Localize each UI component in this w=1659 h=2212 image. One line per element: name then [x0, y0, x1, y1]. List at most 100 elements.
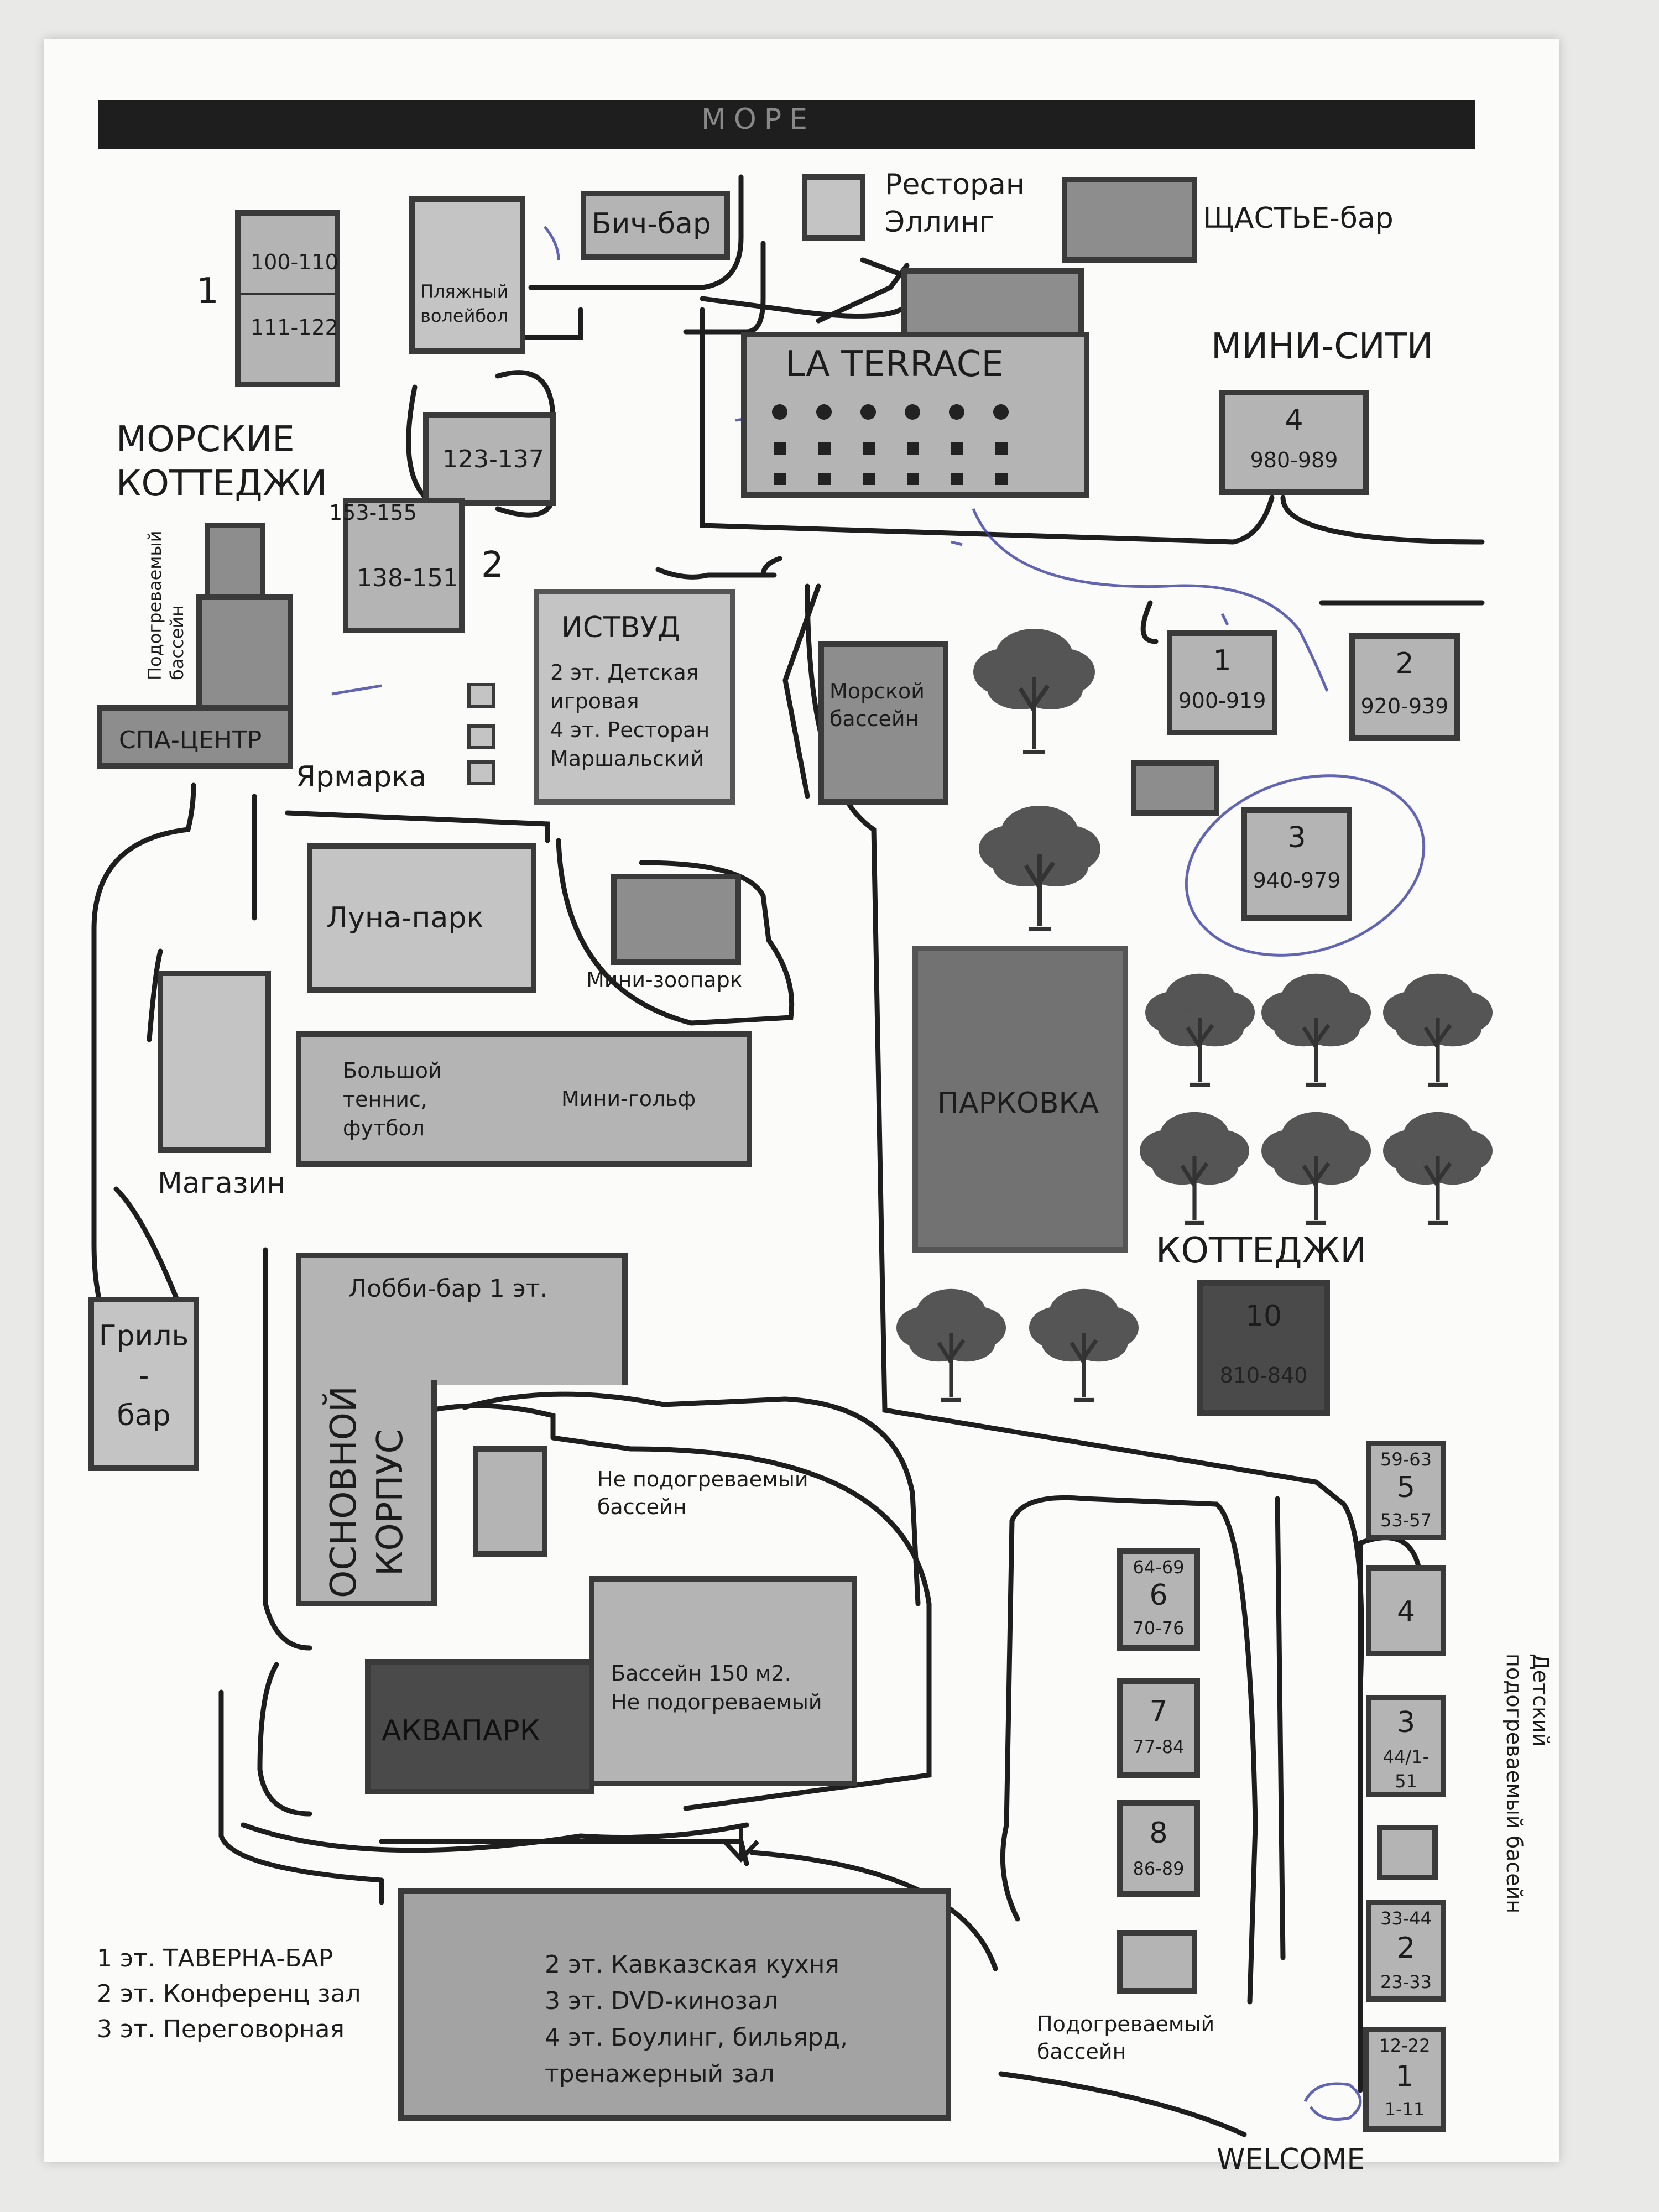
spa-center[interactable]: СПА-ЦЕНТР	[97, 705, 293, 769]
cottage-b6-num: 6	[1149, 1579, 1168, 1612]
tree-icon	[979, 806, 1100, 931]
mini-city-title: МИНИ-СИТИ	[1211, 326, 1433, 367]
cottage-b3-num: 3	[1396, 1706, 1416, 1739]
cottage-b2-num: 2	[1396, 1932, 1416, 1965]
cottage-b1-num: 1	[1395, 2060, 1414, 2093]
heated-pool-line2: бассейн	[1037, 2039, 1126, 2064]
mini-city-block-1[interactable]: 1 900-919	[1167, 630, 1277, 735]
aquapark[interactable]: АКВАПАРК	[365, 1659, 594, 1794]
luna-park-label: Луна-парк	[326, 901, 484, 935]
cottage-block-2[interactable]: 33-44 2 23-33	[1366, 1900, 1446, 2002]
main-building-top[interactable]: Лобби-бар 1 эт.	[296, 1253, 628, 1385]
sea-pool[interactable]: Морской бассейн	[818, 641, 948, 805]
cottage-block-10[interactable]: 10 810-840	[1197, 1280, 1330, 1416]
mini-golf-label: Мини-гольф	[561, 1087, 696, 1111]
sea-band: МОРЕ	[98, 100, 1475, 149]
entertainment-line1: 2 эт. Кавказская кухня	[545, 1950, 839, 1979]
spa-center-upper	[196, 594, 293, 716]
main-building-wing[interactable]	[296, 1380, 437, 1606]
luna-park[interactable]: Луна-парк	[307, 843, 536, 993]
entertainment-line4: тренажерный зал	[545, 2060, 775, 2088]
heated-pool-line1: Подогреваемый	[1037, 2012, 1215, 2036]
beach-bar[interactable]: Бич-бар	[581, 191, 730, 260]
cottage-b10-range: 810-840	[1219, 1363, 1308, 1387]
restaurant-elling[interactable]	[802, 174, 865, 241]
sports-field[interactable]: Большой теннис, футбол Мини-гольф	[296, 1031, 752, 1167]
cottage-b1-top: 12-22	[1379, 2035, 1431, 2056]
eastwood-line4: Маршальский	[550, 747, 705, 771]
shop[interactable]	[158, 971, 271, 1153]
tavern-line1: 1 эт. ТАВЕРНА-БАР	[97, 1944, 333, 1973]
cottage-block-4[interactable]: 4	[1366, 1565, 1446, 1656]
happiness-bar-label: ЩАСТЬЕ-бар	[1203, 202, 1394, 235]
entertainment-center[interactable]: 2 эт. Кавказская кухня 3 эт. DVD-кинозал…	[398, 1888, 951, 2121]
mini-city-b2-range: 920-939	[1360, 694, 1449, 718]
unheated-pool-line2: бассейн	[597, 1495, 687, 1519]
range-123-137: 123-137	[442, 445, 544, 473]
eastwood[interactable]: ИСТВУД 2 эт. Детская игровая 4 эт. Ресто…	[534, 589, 735, 805]
grill-bar[interactable]: Гриль - бар	[88, 1297, 199, 1471]
kids-pool-line1: Детский	[1528, 1653, 1553, 1747]
beach-volleyball-line2: волейбол	[420, 305, 509, 326]
cottage-block-6[interactable]: 64-69 6 70-76	[1117, 1548, 1200, 1651]
fair-label: Ярмарка	[296, 760, 427, 794]
tree-icon	[1029, 1288, 1139, 1402]
sea-pool-line1: Морской	[830, 679, 925, 703]
range-153-155: 153-155	[329, 500, 417, 525]
restaurant-line2: Эллинг	[885, 206, 994, 239]
cottage-block-138-151[interactable]: 138-151	[343, 498, 465, 633]
lobby-bar-label: Лобби-бар 1 эт.	[348, 1275, 548, 1303]
fair-stall-3	[467, 760, 495, 785]
grill-bar-line3: бар	[117, 1399, 171, 1432]
range-111-122: 111-122	[251, 315, 338, 340]
cottage-block-1[interactable]: 100-110 111-122	[235, 210, 340, 387]
sea-cottages-title-line1: МОРСКИЕ	[116, 419, 295, 460]
eastwood-line2: игровая	[550, 689, 639, 713]
unheated-pool[interactable]	[473, 1446, 547, 1557]
mini-zoo[interactable]	[611, 874, 741, 965]
mini-city-block-4[interactable]: 4 980-989	[1219, 390, 1369, 495]
parking[interactable]: ПАРКОВКА	[912, 946, 1128, 1253]
range-138-151: 138-151	[357, 564, 458, 592]
tennis-line1: Большой	[343, 1058, 442, 1083]
mini-city-block-2[interactable]: 2 920-939	[1349, 633, 1460, 741]
pool-150[interactable]: Бассейн 150 м2. Не подогреваемый	[589, 1576, 857, 1786]
mini-city-b1-num: 1	[1213, 644, 1232, 677]
mini-city-b3-range: 940-979	[1253, 868, 1341, 893]
beach-volleyball[interactable]: Пляжный волейбол	[409, 196, 525, 354]
cottage-b5-num: 5	[1396, 1471, 1416, 1504]
group-1-number: 1	[196, 271, 219, 312]
eastwood-title: ИСТВУД	[561, 611, 680, 644]
cottage-block-1[interactable]: 12-22 1 1-11	[1363, 2027, 1446, 2132]
cottage-block-5[interactable]: 59-63 5 53-57	[1366, 1441, 1446, 1540]
tree-icon	[896, 1288, 1006, 1402]
mini-zoo-label: Мини-зоопарк	[586, 968, 743, 992]
heated-pool[interactable]	[1117, 1930, 1197, 1994]
cottage-block-123-137[interactable]: 123-137	[423, 412, 556, 506]
main-building-line1: ОСНОВНОЙ	[324, 1386, 364, 1598]
welcome-label: WELCOME	[1217, 2143, 1365, 2176]
spa-center-label: СПА-ЦЕНТР	[119, 726, 262, 754]
cottage-b8-num: 8	[1149, 1817, 1168, 1850]
cottage-b1-bottom: 1-11	[1384, 2099, 1425, 2120]
cottage-block-3[interactable]: 3 44/1- 51	[1366, 1695, 1446, 1797]
mini-city-block-3[interactable]: 3 940-979	[1241, 807, 1352, 921]
kids-heated-pool[interactable]	[1377, 1825, 1438, 1880]
tree-icon	[973, 629, 1095, 754]
beach-volleyball-line1: Пляжный	[420, 281, 509, 302]
happiness-bar[interactable]	[1062, 177, 1197, 263]
la-terrace[interactable]: LA TERRACE	[741, 332, 1089, 498]
cottage-b4-num: 4	[1396, 1595, 1416, 1629]
cottage-b6-top: 64-69	[1133, 1557, 1185, 1578]
kids-pool-line2: подогреваемый басейн	[1502, 1653, 1526, 1914]
cottage-block-7[interactable]: 7 77-84	[1117, 1678, 1200, 1778]
main-building-line2: КОРПУС	[370, 1428, 411, 1576]
tree-icon	[1261, 973, 1371, 1087]
cottages-title: КОТТЕДЖИ	[1156, 1230, 1367, 1271]
cottage-block-8[interactable]: 8 86-89	[1117, 1800, 1200, 1897]
eastwood-line3: 4 эт. Ресторан	[550, 718, 710, 742]
mini-city-b4-num: 4	[1285, 404, 1303, 437]
pool150-line1: Бассейн 150 м2.	[611, 1661, 791, 1686]
